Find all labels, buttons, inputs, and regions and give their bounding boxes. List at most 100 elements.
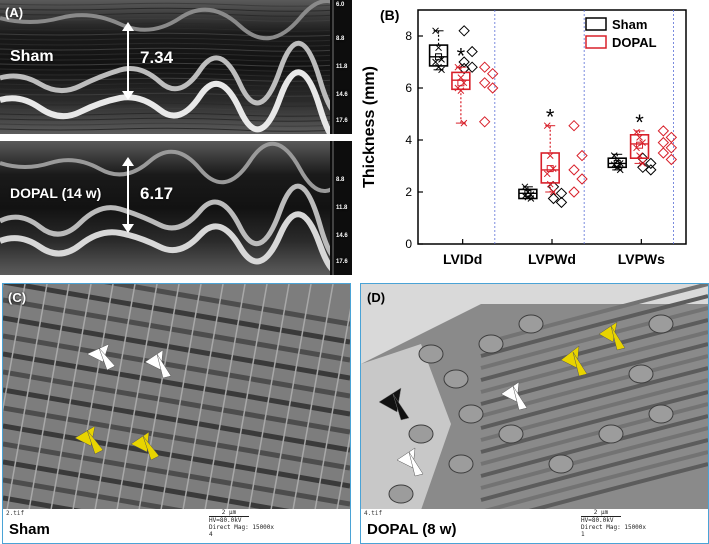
depth-tick-2: 11.8 [336, 64, 348, 70]
sham-label: Sham [10, 48, 54, 65]
em-mitochondrion [443, 369, 469, 389]
x-tick-label: LVPWd [528, 251, 576, 267]
panel-c-file-id: 2.tif [6, 510, 25, 517]
mmode-drawing-sham [0, 0, 352, 134]
scatter-diamond [665, 153, 678, 166]
echo-texture-line [0, 22, 352, 27]
em-band-d [480, 306, 708, 370]
panel-d-scale-info: 2 µm HV=80.0kV Direct Mag: 15000x 1 [581, 509, 646, 538]
echo-texture-line [0, 62, 352, 67]
panel-b-label: (B) [380, 7, 399, 23]
em-z-line [138, 284, 180, 511]
panel-a-label: (A) [5, 5, 24, 20]
raw-point-x [546, 180, 554, 188]
box [428, 44, 449, 67]
em-band-d [480, 414, 708, 478]
echo-texture-line [0, 102, 352, 107]
panel-c-em-sham: (C) Sham 2 µm HV=80.0kV Direct Mag: 1500… [2, 283, 351, 544]
panel-d-caption: DOPAL (8 w) [367, 521, 457, 538]
mean-marker [546, 165, 554, 173]
box [540, 152, 560, 184]
y-tick-label: 0 [405, 237, 412, 251]
raw-point-x [435, 44, 442, 52]
raw-point-x [633, 144, 640, 152]
scatter-diamond [555, 196, 568, 209]
depth-tick-1: 8.8 [336, 36, 345, 42]
em-band-d [480, 426, 708, 490]
mean-marker [524, 189, 532, 197]
em-image-sham [3, 284, 350, 543]
scatter-diamond [486, 67, 499, 80]
scatter-diamond [458, 25, 470, 37]
scatter-diamond [478, 77, 491, 89]
scale-hv-d: HV=80.0kV [581, 517, 614, 524]
em-z-line [94, 284, 136, 511]
depth-tick-b3: 14.6 [336, 233, 348, 239]
scatter-diamond [657, 136, 670, 149]
mmode-image-sham: (A) Sham 7.34 6.0 8.8 11.8 14.6 17.6 [0, 0, 352, 134]
mean-marker [435, 53, 443, 61]
depth-tick-0: 6.0 [336, 2, 345, 8]
panel-c-scale-info: 2 µm HV=80.0kV Direct Mag: 15000x 4 [209, 509, 274, 538]
yellow-arrow-2 [130, 431, 160, 461]
em-z-line [3, 284, 26, 413]
sham-measurement: 7.34 [140, 48, 174, 67]
legend-label: DOPAL [612, 35, 657, 50]
em-mitochondrion [388, 484, 414, 504]
echo-texture-line [0, 72, 352, 77]
depth-tick-b1: 8.8 [336, 177, 345, 183]
panel-c-caption-bar: Sham 2 µm HV=80.0kV Direct Mag: 15000x 4 [3, 509, 350, 543]
y-tick-label: 8 [405, 29, 412, 43]
em-mitochondrion [648, 404, 674, 424]
echo-texture-line [0, 52, 352, 57]
em-z-line [116, 284, 158, 511]
raw-point-x [616, 160, 624, 167]
x-tick-label: LVIDd [443, 251, 482, 267]
echo-texture-line [0, 92, 352, 97]
em-z-line [6, 284, 48, 511]
white-arrow-1 [86, 343, 116, 371]
raw-point-x [636, 134, 643, 141]
em-myofibril-band [3, 297, 350, 363]
em-myofibril-band [3, 333, 350, 399]
em-z-line [270, 284, 312, 511]
em-band-d [480, 330, 708, 394]
em-image-dopal [361, 284, 708, 526]
em-band-d [480, 354, 708, 418]
y-tick-label: 6 [405, 81, 412, 95]
echo-texture-line [0, 97, 352, 102]
raw-point-x [549, 165, 557, 172]
scale-index: 4 [209, 531, 213, 538]
dopal-measurement: 6.17 [140, 184, 174, 203]
em-mitochondrion [598, 424, 624, 444]
echo-texture-line [0, 127, 352, 132]
em-mitochondrion [548, 454, 574, 474]
white-arrow-4 [396, 447, 424, 477]
legend-label: Sham [612, 17, 647, 32]
y-axis-label: Thickness (mm) [361, 66, 378, 188]
echo-texture-line [0, 32, 352, 37]
scatter-diamond [568, 119, 580, 132]
white-arrow-2 [144, 349, 172, 379]
scatter-diamond [555, 187, 568, 200]
scale-bar-text-d: 2 µm [581, 509, 621, 517]
scale-index-d: 1 [581, 531, 585, 538]
yellow-arrow-1 [74, 425, 104, 455]
legend-swatch [585, 35, 607, 49]
legend-swatch [585, 17, 607, 31]
scatter-diamond [665, 142, 678, 154]
dopal-label: DOPAL (14 w) [10, 185, 102, 201]
raw-point-x [636, 152, 643, 159]
em-z-line [72, 284, 114, 511]
em-z-line [182, 284, 224, 511]
em-z-line [314, 307, 350, 511]
em-band-d [480, 318, 708, 382]
em-myofibril-band [3, 423, 350, 489]
scatter-diamond [657, 147, 670, 159]
em-z-line [226, 284, 268, 511]
scatter-diamond [576, 173, 588, 185]
measurement-arrow-dopal [122, 157, 134, 233]
raw-point-x [546, 152, 554, 159]
box [629, 134, 650, 160]
